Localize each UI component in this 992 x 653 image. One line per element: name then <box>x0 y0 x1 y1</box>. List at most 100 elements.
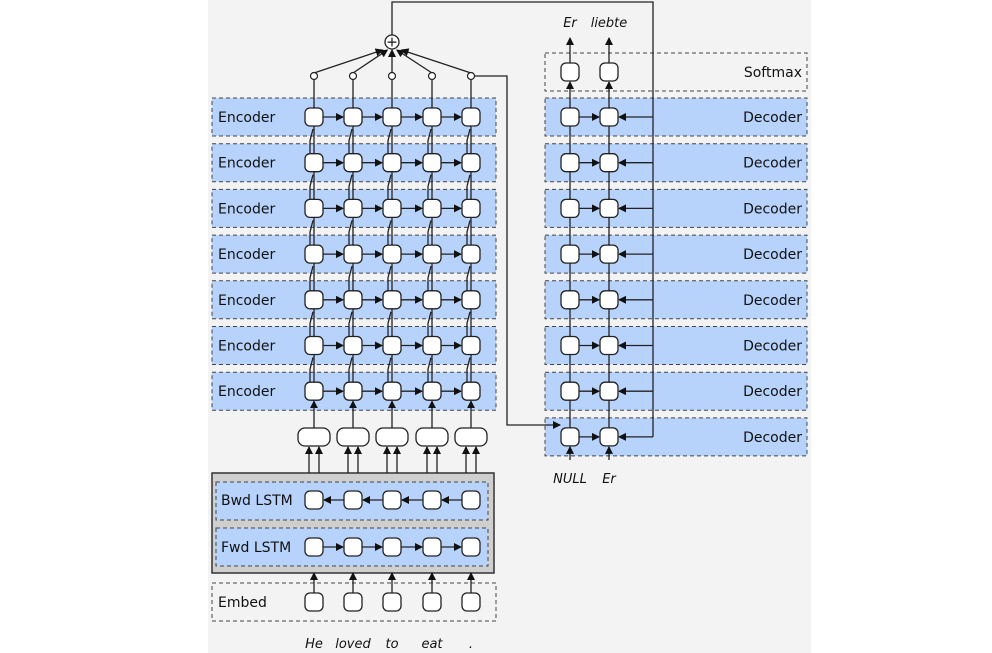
decoder-cell <box>560 107 580 127</box>
bwd-lstm-cell <box>304 490 324 510</box>
skip-connector <box>309 311 314 337</box>
attention-junction <box>466 71 476 81</box>
encoder-cell <box>382 107 402 127</box>
decoder-cell <box>560 335 580 356</box>
skip-connector <box>348 311 353 337</box>
fwd-lstm-cell <box>422 537 442 557</box>
decoder-cell <box>560 290 580 310</box>
encoder-cell <box>304 244 324 264</box>
skip-connector <box>387 174 392 200</box>
embed-cell <box>422 592 442 612</box>
encoder-layer-label: Encoder <box>218 247 275 263</box>
encoder-layer-label: Encoder <box>218 201 275 217</box>
encoder-cell <box>461 381 481 401</box>
encoder-cell <box>304 107 324 127</box>
encoder-cell <box>422 381 442 401</box>
encoder-cell <box>382 335 402 356</box>
encoder-input-word: to <box>385 637 398 652</box>
decoder-cell <box>599 335 619 356</box>
decoder-layer-label: Decoder <box>743 201 802 217</box>
decoder-cell <box>599 381 619 401</box>
softmax-label: Softmax <box>744 65 802 81</box>
encoder-cell <box>422 244 442 264</box>
decoder-cell <box>599 290 619 310</box>
attention-junction <box>427 71 437 81</box>
encoder-cell <box>343 335 363 356</box>
skip-connector <box>466 174 471 200</box>
softmax-cell <box>599 62 619 82</box>
encoder-layer-label: Encoder <box>218 156 275 172</box>
skip-connector <box>466 357 471 383</box>
encoder-layer-label: Encoder <box>218 384 275 400</box>
skip-connector <box>309 220 314 246</box>
decoder-input-word: Er <box>602 472 617 487</box>
fwd-lstm-label: Fwd LSTM <box>221 540 291 556</box>
encoder-cell <box>304 198 324 219</box>
skip-connector <box>387 265 392 291</box>
bwd-lstm-label: Bwd LSTM <box>221 493 293 509</box>
embed-label: Embed <box>218 595 267 611</box>
decoder-layer-label: Decoder <box>743 293 802 309</box>
encoder-cell <box>422 198 442 219</box>
encoder-input-word: eat <box>421 637 443 652</box>
encoder-cell <box>343 107 363 127</box>
encoder-cell <box>382 198 402 219</box>
attention-sum-node <box>384 34 400 50</box>
encoder-cell <box>461 335 481 356</box>
skip-connector <box>309 174 314 200</box>
encoder-layer-label: Encoder <box>218 293 275 309</box>
decoder-output-word: liebte <box>591 16 628 31</box>
concat-cell <box>454 427 488 447</box>
encoder-cell <box>304 153 324 173</box>
embed-cell <box>382 592 402 612</box>
bwd-lstm-cell <box>382 490 402 510</box>
encoder-cell <box>382 153 402 173</box>
decoder-cell <box>599 244 619 264</box>
encoder-cell <box>461 290 481 310</box>
decoder-cell <box>599 198 619 219</box>
skip-connector <box>309 265 314 291</box>
softmax-cell <box>560 62 580 82</box>
bwd-lstm-cell <box>343 490 363 510</box>
encoder-cell <box>343 244 363 264</box>
encoder-cell <box>343 290 363 310</box>
decoder-input-word: NULL <box>553 472 587 487</box>
fwd-lstm-cell <box>304 537 324 557</box>
encoder-cell <box>461 153 481 173</box>
bwd-lstm-cell <box>422 490 442 510</box>
skip-connector <box>427 311 432 337</box>
skip-connector <box>387 128 392 154</box>
decoder-cell <box>560 198 580 219</box>
encoder-cell <box>304 335 324 356</box>
encoder-input-word: He <box>305 637 323 652</box>
concat-cell <box>415 427 449 447</box>
skip-connector <box>427 265 432 291</box>
skip-connector <box>348 265 353 291</box>
decoder-layer-label: Decoder <box>743 339 802 355</box>
attention-context-rail <box>391 1 654 437</box>
decoder-layer-label: Decoder <box>743 384 802 400</box>
encoder-cell <box>461 244 481 264</box>
attention-arrow <box>400 48 472 74</box>
encoder-cell <box>343 153 363 173</box>
encoder-cell <box>422 335 442 356</box>
decoder-layer-label: Decoder <box>743 247 802 263</box>
concat-cell <box>375 427 409 447</box>
fwd-lstm-cell <box>382 537 402 557</box>
encoder-layer-label: Encoder <box>218 110 275 126</box>
skip-connector <box>348 174 353 200</box>
skip-connector <box>309 128 314 154</box>
decoder-layer-label: Decoder <box>743 156 802 172</box>
softmax-layer-band <box>544 52 808 92</box>
decoder-cell <box>599 107 619 127</box>
decoder-cell <box>599 427 619 447</box>
skip-connector <box>427 357 432 383</box>
concat-cell <box>297 427 331 447</box>
decoder-layer-label: Decoder <box>743 430 802 446</box>
skip-connector <box>466 265 471 291</box>
skip-connector <box>348 128 353 154</box>
decoder-layer-label: Decoder <box>743 110 802 126</box>
encoder-cell <box>343 381 363 401</box>
fwd-lstm-cell <box>461 537 481 557</box>
skip-connector <box>387 357 392 383</box>
